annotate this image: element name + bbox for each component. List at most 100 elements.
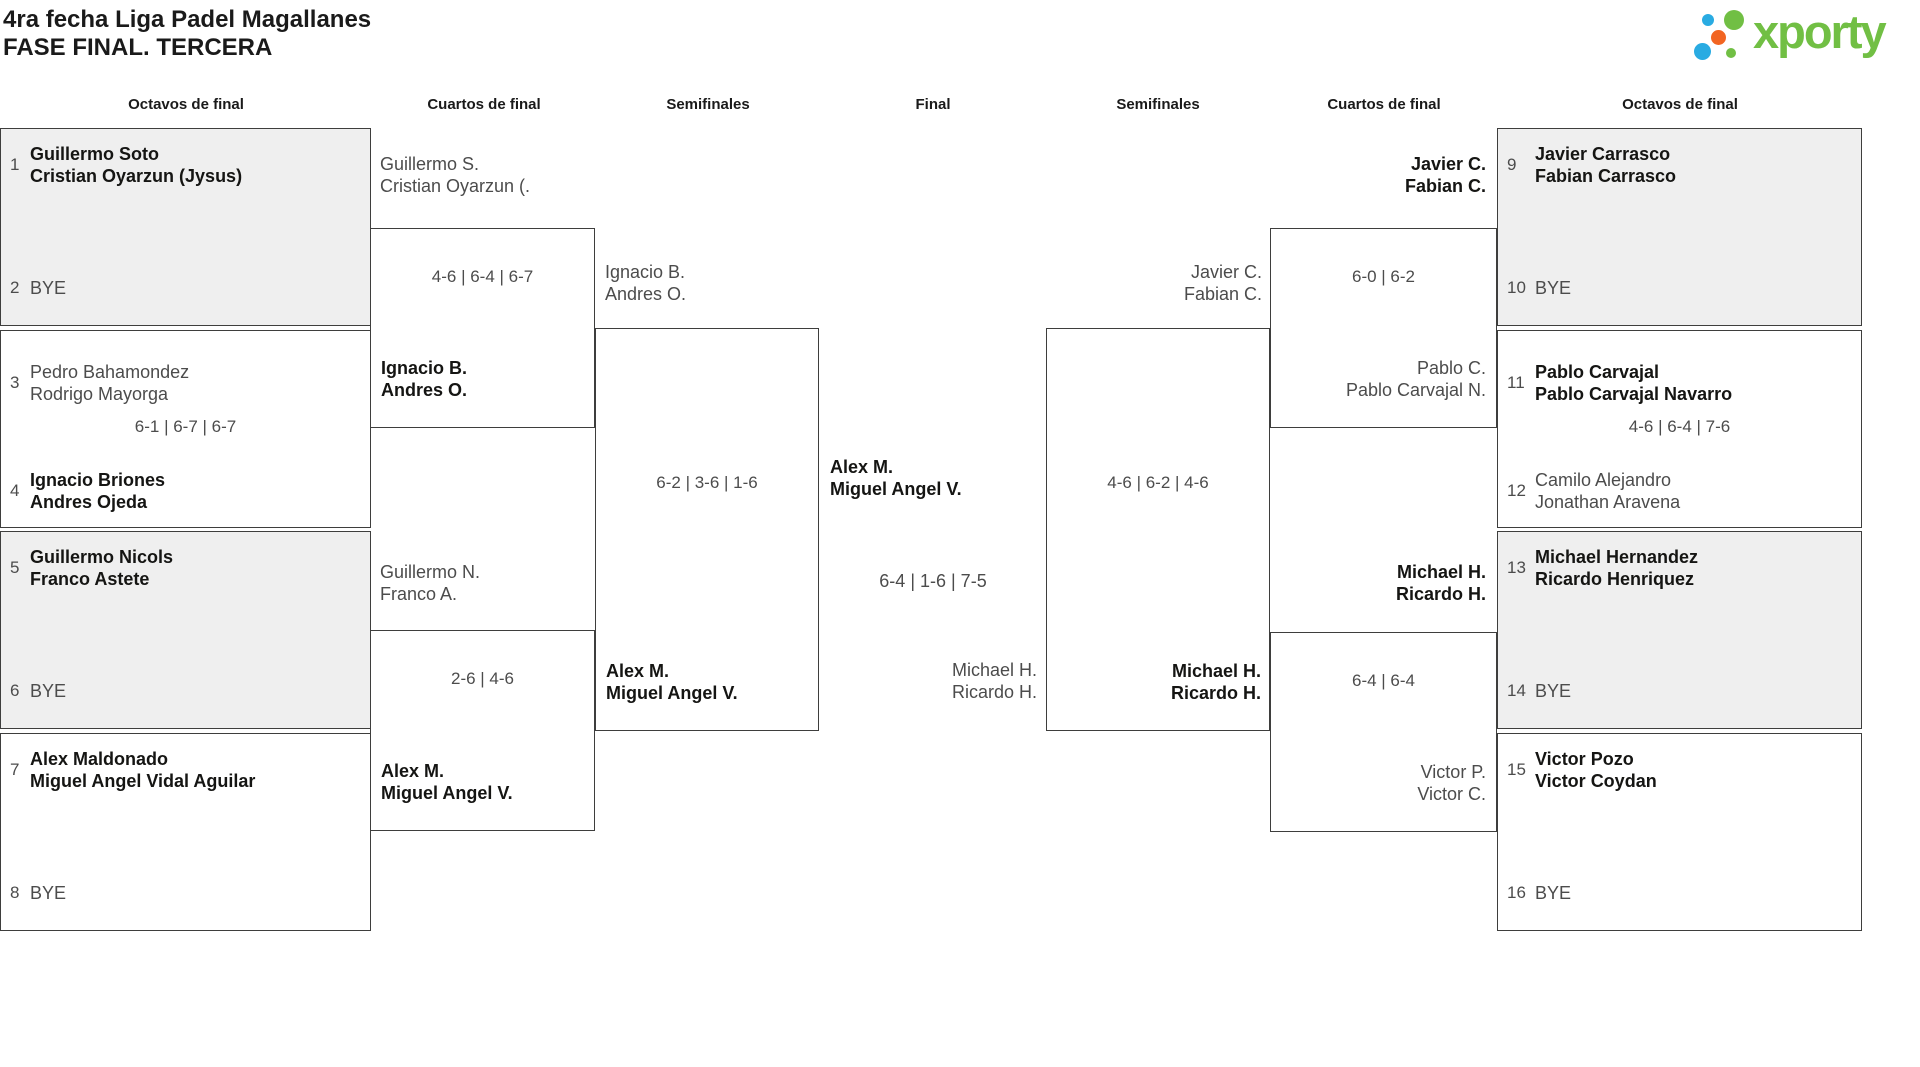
team-entry: 12 Camilo Alejandro Jonathan Aravena xyxy=(1507,469,1855,513)
team-line: Rodrigo Mayorga xyxy=(30,384,169,404)
team-line: Michael H. xyxy=(1396,562,1486,582)
team-line: Guillermo S. xyxy=(380,154,480,174)
team-line: Alex M. xyxy=(606,661,670,681)
team-line: Franco A. xyxy=(380,584,458,604)
team-entry: 6 BYE xyxy=(10,680,364,702)
team-line: Alex M. xyxy=(381,761,445,781)
team-line: Pedro Bahamondez xyxy=(30,362,190,382)
cuartos-left-bottom-entrant: Guillermo N. Franco A. xyxy=(380,561,480,605)
semifinal-left-entrant: Ignacio B. Andres O. xyxy=(605,261,686,305)
team-line: Franco Astete xyxy=(30,569,150,589)
seed-number: 6 xyxy=(10,681,20,700)
seed-number: 9 xyxy=(1507,155,1517,174)
team-entry: 15 Victor Pozo Victor Coydan xyxy=(1507,748,1855,792)
seed-number: 16 xyxy=(1507,883,1526,902)
team-line: Alex Maldonado xyxy=(30,749,169,769)
team-line: Ricardo Henriquez xyxy=(1535,569,1695,589)
team-line: Guillermo N. xyxy=(380,562,481,582)
match-box-octavos-3: 5 Guillermo Nicols Franco Astete 6 BYE xyxy=(0,531,371,729)
team-line: Michael H. xyxy=(1171,661,1261,681)
team-entry: 2 BYE xyxy=(10,277,364,299)
cuartos-right-top-winner: Javier C. Fabian C. xyxy=(1270,153,1486,197)
round-header-cuartos-left: Cuartos de final xyxy=(427,96,541,113)
cuartos-right-bottom-winner: Michael H. Ricardo H. xyxy=(1270,561,1486,605)
cuartos-left-top-entrant: Guillermo S. Cristian Oyarzun (. xyxy=(380,153,530,197)
team-line: Ignacio Briones xyxy=(30,470,166,490)
match-score: 4-6 | 6-2 | 4-6 xyxy=(1107,473,1209,492)
match-box-cuartos-right-top: 6-0 | 6-2 Pablo C. Pablo Carvajal N. xyxy=(1270,228,1497,428)
team-name: Ignacio Briones Andres Ojeda xyxy=(30,469,165,513)
team-line: Pablo Carvajal N. xyxy=(1345,380,1486,400)
match-winner: Ignacio B. Andres O. xyxy=(381,357,467,401)
team-line: BYE xyxy=(1535,278,1572,298)
team-line: Camilo Alejandro xyxy=(1535,470,1672,490)
team-name: BYE xyxy=(1535,277,1571,299)
team-entry: 5 Guillermo Nicols Franco Astete xyxy=(10,546,364,590)
xporty-logo: xporty xyxy=(1753,5,1887,58)
team-line: Jonathan Aravena xyxy=(1535,492,1681,512)
team-name: Camilo Alejandro Jonathan Aravena xyxy=(1535,469,1680,513)
seed-number: 4 xyxy=(10,481,20,500)
match-box-octavos-4: 7 Alex Maldonado Miguel Angel Vidal Agui… xyxy=(0,733,371,931)
match-score: 2-6 | 4-6 xyxy=(450,669,514,688)
seed-number: 8 xyxy=(10,883,20,902)
seed-number: 12 xyxy=(1507,481,1526,500)
team-line: Victor C. xyxy=(1417,784,1486,804)
team-entry: 9 Javier Carrasco Fabian Carrasco xyxy=(1507,143,1855,187)
team-line: Guillermo Nicols xyxy=(30,547,174,567)
seed-number: 3 xyxy=(10,373,20,392)
team-line: BYE xyxy=(1535,681,1572,701)
team-line: Pablo Carvajal Navarro xyxy=(1535,384,1733,404)
round-header-semis-left: Semifinales xyxy=(666,96,750,113)
team-line: Miguel Angel V. xyxy=(830,479,962,499)
team-name: BYE xyxy=(1535,882,1571,904)
match-box-octavos-6: 11 Pablo Carvajal Pablo Carvajal Navarro… xyxy=(1497,330,1862,528)
team-line: Andres O. xyxy=(381,380,468,400)
team-name: Victor Pozo Victor Coydan xyxy=(1535,748,1657,792)
team-name: Alex Maldonado Miguel Angel Vidal Aguila… xyxy=(30,748,255,792)
round-header-octavos-left: Octavos de final xyxy=(128,96,244,113)
team-line: Cristian Oyarzun (Jysus) xyxy=(30,166,243,186)
team-entry: 11 Pablo Carvajal Pablo Carvajal Navarro xyxy=(1507,361,1855,405)
team-name: BYE xyxy=(30,680,66,702)
logo-dot-blue-large xyxy=(1694,43,1711,60)
team-name: Guillermo Nicols Franco Astete xyxy=(30,546,173,590)
team-line: Michael H. xyxy=(951,660,1037,680)
team-entry: 3 Pedro Bahamondez Rodrigo Mayorga xyxy=(10,361,364,405)
team-line: BYE xyxy=(30,681,67,701)
team-line: Ignacio B. xyxy=(381,358,468,378)
match-winner: Alex M. Miguel Angel V. xyxy=(381,760,513,804)
semifinal-right-entrant: Javier C. Fabian C. xyxy=(1046,261,1262,305)
final-runner-up: Michael H. Ricardo H. xyxy=(820,659,1037,703)
team-line: Ignacio B. xyxy=(605,262,686,282)
team-line: Miguel Angel V. xyxy=(606,683,738,703)
final-winner: Alex M. Miguel Angel V. xyxy=(830,456,962,500)
round-header-cuartos-right: Cuartos de final xyxy=(1327,96,1441,113)
match-score: 4-6 | 6-4 | 6-7 xyxy=(431,267,534,286)
match-score: 4-6 | 6-4 | 7-6 xyxy=(1628,417,1731,436)
match-loser: Pablo C. Pablo Carvajal N. xyxy=(1346,357,1486,401)
team-entry: 8 BYE xyxy=(10,882,364,904)
match-box-octavos-1: 1 Guillermo Soto Cristian Oyarzun (Jysus… xyxy=(0,128,371,326)
team-line: Cristian Oyarzun (. xyxy=(380,176,531,196)
match-box-octavos-5: 9 Javier Carrasco Fabian Carrasco 10 BYE xyxy=(1497,128,1862,326)
match-winner: Alex M. Miguel Angel V. xyxy=(606,660,738,704)
team-line: BYE xyxy=(30,278,67,298)
round-header-semis-right: Semifinales xyxy=(1116,96,1200,113)
match-score: 6-0 | 6-2 xyxy=(1351,267,1415,286)
team-line: BYE xyxy=(1535,883,1572,903)
team-line: Michael Hernandez xyxy=(1535,547,1699,567)
seed-number: 2 xyxy=(10,278,20,297)
seed-number: 7 xyxy=(10,760,20,779)
seed-number: 13 xyxy=(1507,558,1526,577)
match-score: 6-2 | 3-6 | 1-6 xyxy=(656,473,758,492)
team-line: Fabian Carrasco xyxy=(1535,166,1677,186)
team-name: BYE xyxy=(30,277,66,299)
team-name: Javier Carrasco Fabian Carrasco xyxy=(1535,143,1676,187)
team-entry: 1 Guillermo Soto Cristian Oyarzun (Jysus… xyxy=(10,143,364,187)
team-entry: 16 BYE xyxy=(1507,882,1855,904)
team-entry: 14 BYE xyxy=(1507,680,1855,702)
team-line: Javier Carrasco xyxy=(1535,144,1671,164)
team-name: Michael Hernandez Ricardo Henriquez xyxy=(1535,546,1698,590)
